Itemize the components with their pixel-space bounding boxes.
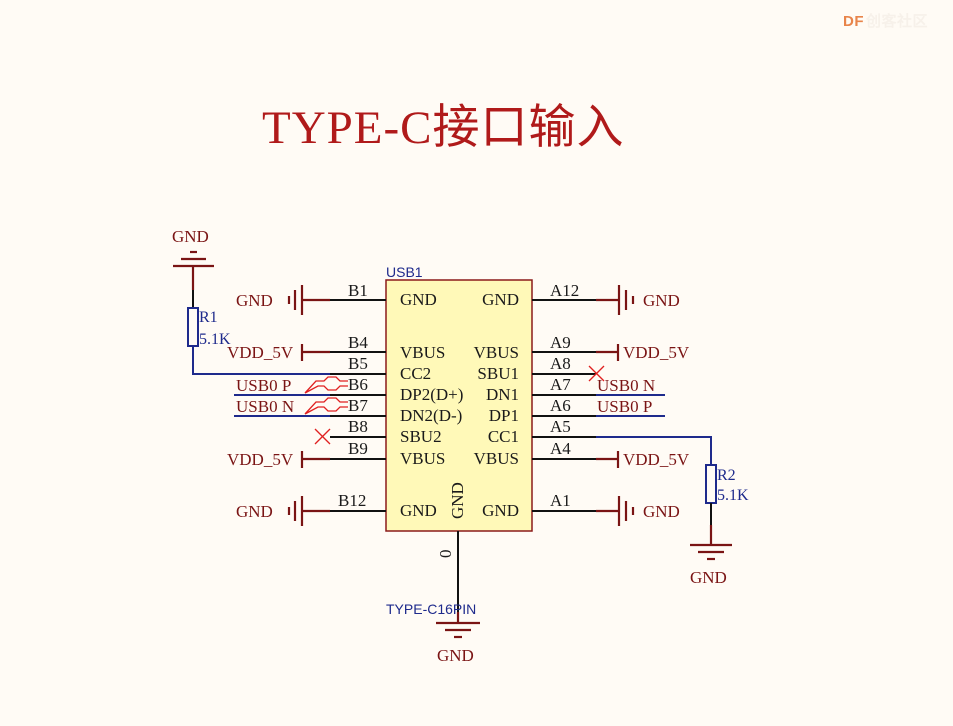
- pin-name-b1: GND: [400, 290, 437, 309]
- pin-number-a7: A7: [550, 375, 571, 394]
- pin-name-b8: SBU2: [400, 427, 442, 446]
- no-connect-icon-b8: [314, 428, 331, 445]
- net-usb0-p-right: USB0 P: [596, 397, 665, 417]
- usb0-p-left-label: USB0 P: [236, 376, 291, 395]
- r1-value: 5.1K: [199, 331, 231, 348]
- pin-number-a5: A5: [550, 417, 571, 436]
- pin-number-a1: A1: [550, 491, 571, 510]
- resistor-r2[interactable]: R2 5.1K: [705, 464, 749, 504]
- gnd-symbol-a12: GND: [596, 285, 680, 315]
- usb1-body[interactable]: [385, 279, 533, 532]
- pin-number-b8: B8: [348, 417, 368, 436]
- r2-value: 5.1K: [717, 487, 749, 504]
- no-connect-icon-a8: [588, 365, 605, 382]
- pin-name-b9: VBUS: [400, 449, 445, 468]
- pin-number-a8: A8: [550, 354, 571, 373]
- usb1-designator: USB1: [386, 264, 423, 280]
- gnd-label-center: GND: [437, 646, 474, 665]
- vdd-label-b9: VDD_5V: [227, 450, 294, 469]
- pin-number-b5: B5: [348, 354, 368, 373]
- pin-name-a12: GND: [482, 290, 519, 309]
- vdd-symbol-a9: VDD_5V: [596, 343, 690, 362]
- pin-number-a12: A12: [550, 281, 579, 300]
- right-pins: A12 A9 A8 A7 A6 A5 A4 A1: [532, 281, 596, 512]
- gnd-label-r2: GND: [690, 568, 727, 587]
- vdd-symbol-a4: VDD_5V: [596, 450, 690, 469]
- pin-name-a5: CC1: [488, 427, 519, 446]
- pin-name-a6: DP1: [489, 406, 519, 425]
- usb0-n-left-label: USB0 N: [236, 397, 294, 416]
- vdd-label-a9: VDD_5V: [623, 343, 690, 362]
- gnd-label-a1: GND: [643, 502, 680, 521]
- pin-number-a6: A6: [550, 396, 571, 415]
- pin-number-b12: B12: [338, 491, 366, 510]
- net-usb0-n-right: USB0 N: [596, 376, 665, 396]
- right-pin-names: GND VBUS SBU1 DN1 DP1 CC1 VBUS GND: [474, 290, 519, 520]
- pin-name-center-gnd: GND: [448, 482, 467, 519]
- pin-name-b5: CC2: [400, 364, 431, 383]
- pin-name-b6: DP2(D+): [400, 385, 463, 404]
- pin-number-b6: B6: [348, 375, 368, 394]
- vdd-label-b4: VDD_5V: [227, 343, 294, 362]
- wire-r1-to-b5: [192, 346, 330, 375]
- pin-number-b9: B9: [348, 439, 368, 458]
- gnd-label-b12: GND: [236, 502, 273, 521]
- pin-name-a7: DN1: [486, 385, 519, 404]
- usb0-n-right-label: USB0 N: [597, 376, 655, 395]
- vdd-symbol-b9: VDD_5V: [227, 450, 330, 469]
- pin-name-b7: DN2(D-): [400, 406, 462, 425]
- pin-number-b1: B1: [348, 281, 368, 300]
- gnd-symbol-center: GND: [436, 531, 480, 665]
- left-pin-names: GND VBUS CC2 DP2(D+) DN2(D-) SBU2 VBUS G…: [400, 290, 463, 520]
- wire-a5-to-r2: [596, 436, 712, 465]
- pin-name-a9: VBUS: [474, 343, 519, 362]
- usb0-p-right-label: USB0 P: [597, 397, 652, 416]
- vdd-label-a4: VDD_5V: [623, 450, 690, 469]
- pin-name-a8: SBU1: [477, 364, 519, 383]
- pin-number-b7: B7: [348, 396, 368, 415]
- watermark-text: DF: [843, 13, 864, 30]
- gnd-label-b1: GND: [236, 291, 273, 310]
- gnd-symbol-b12: GND: [236, 496, 330, 526]
- usb1-footprint: TYPE-C16PIN: [386, 601, 476, 617]
- gnd-label-a12: GND: [643, 291, 680, 310]
- gnd-symbol-b1: GND: [236, 285, 330, 315]
- gnd-label-r1: GND: [172, 227, 209, 246]
- pin-name-b12: GND: [400, 501, 437, 520]
- watermark-ghost-text: 创客社区: [866, 13, 929, 30]
- pin-number-a4: A4: [550, 439, 571, 458]
- pin-name-b4: VBUS: [400, 343, 445, 362]
- gnd-symbol-r2: GND: [690, 503, 732, 587]
- pin-name-a4: VBUS: [474, 449, 519, 468]
- pin-name-a1: GND: [482, 501, 519, 520]
- pin-number-center: 0: [436, 550, 455, 559]
- page-title: TYPE-C接口输入: [262, 102, 625, 154]
- r1-designator: R1: [199, 309, 218, 326]
- gnd-symbol-a1: GND: [596, 496, 680, 526]
- net-usb0-n-left: USB0 N: [234, 397, 348, 417]
- net-usb0-p-left: USB0 P: [234, 376, 348, 396]
- vdd-symbol-b4: VDD_5V: [227, 343, 330, 362]
- resistor-r1[interactable]: R1 5.1K: [187, 307, 231, 348]
- pin-number-a9: A9: [550, 333, 571, 352]
- diffpair-icon-b6: [304, 376, 348, 394]
- left-pins: B1 B4 B5 B6 B7 B8 B9 B12: [330, 281, 386, 512]
- diffpair-icon-b7: [304, 397, 348, 415]
- pin-number-b4: B4: [348, 333, 368, 352]
- r2-designator: R2: [717, 467, 736, 484]
- gnd-symbol-r1-top: GND: [172, 227, 214, 308]
